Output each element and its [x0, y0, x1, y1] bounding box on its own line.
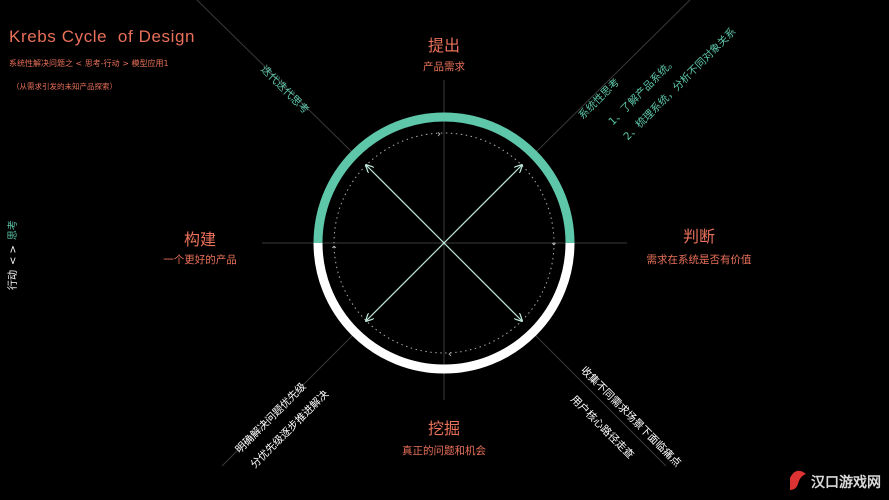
- chevron-right-icon: ›: [548, 242, 559, 246]
- node-top-title: 提出: [427, 36, 460, 55]
- node-right-subtitle: 需求在系统是否有价值: [646, 254, 752, 266]
- side-axis-think: 思考: [8, 220, 19, 241]
- diagonal-top-left: [196, 0, 356, 156]
- inner-dotted-circle: [333, 132, 555, 354]
- node-bottom-title: 挖掘: [427, 419, 460, 438]
- page-note: （从需求引发的未知产品探索）: [12, 82, 117, 91]
- node-bottom-subtitle: 真正的问题和机会: [402, 445, 486, 457]
- logo-mark: [790, 470, 806, 490]
- node-left-subtitle: 一个更好的产品: [163, 254, 237, 266]
- side-axis-label: 行动 < > 思考: [4, 220, 19, 290]
- side-axis-act: 行动: [8, 270, 19, 290]
- diagonal-top-right: [532, 0, 691, 156]
- side-axis-separator: < >: [8, 245, 19, 265]
- node-right-title: 判断: [682, 227, 715, 246]
- page-subtitle: 系统性解决问题之 < 思考-行动 > 模型应用1: [9, 59, 169, 68]
- chevron-bottom-icon: ‹: [448, 349, 452, 360]
- diagonal-bottom-right: [532, 332, 667, 467]
- chevron-top-icon: ›: [437, 129, 441, 140]
- watermark-text: 汉口游戏网: [811, 474, 881, 490]
- node-left-title: 构建: [183, 230, 216, 249]
- diagonal-bottom-left: [221, 332, 356, 467]
- chevron-left-icon: ›: [329, 245, 340, 249]
- arrow-diagonal-b: [366, 165, 522, 321]
- page-title: Krebs Cycle of Design: [9, 27, 196, 46]
- ring-top-half: [313, 112, 575, 244]
- watermark: 汉口游戏网: [811, 472, 881, 492]
- node-top-subtitle: 产品需求: [423, 61, 465, 73]
- ring-bottom-half: [313, 242, 575, 374]
